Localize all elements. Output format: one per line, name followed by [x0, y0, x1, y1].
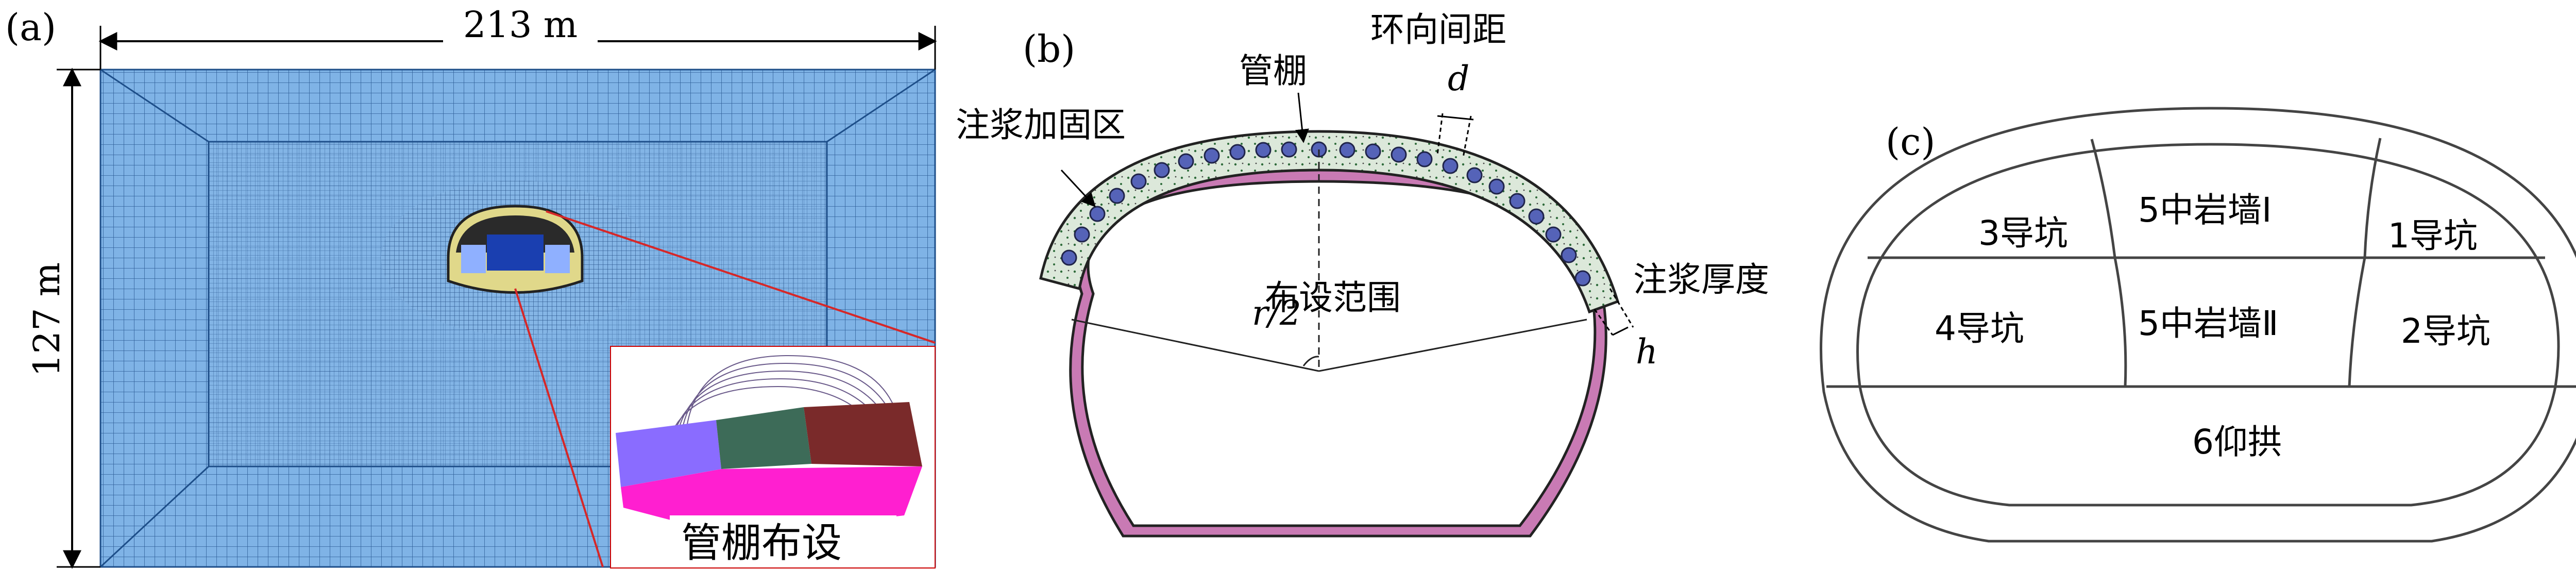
- inset-caption: 管棚布设: [681, 520, 842, 566]
- panel-a-mesh-model: (a): [5, 4, 937, 569]
- spacing-dimension: [1436, 113, 1474, 158]
- thickness-symbol: h: [1636, 332, 1658, 372]
- panel-a-label: (a): [5, 6, 56, 49]
- stage-6-label: 6仰拱: [2192, 422, 2282, 462]
- pipe-shed-inset: 管棚布设: [610, 346, 936, 568]
- height-dimension-label: 127 m: [26, 262, 68, 377]
- tunnel-model: [447, 205, 584, 294]
- panel-c-label: (c): [1886, 120, 1936, 163]
- panel-b-label: (b): [1023, 27, 1075, 71]
- spacing-symbol: d: [1448, 59, 1469, 98]
- thickness-dimension: [1594, 288, 1634, 336]
- pipe-shed-pipes: [1061, 141, 1591, 287]
- stage-outline: [1820, 107, 2576, 543]
- stage-2-label: 2导坑: [2401, 311, 2490, 351]
- ring-spacing-label: 环向间距: [1370, 10, 1506, 49]
- stage-1-label: 1导坑: [2388, 216, 2478, 256]
- layout-range-label: 布设范围: [1265, 278, 1401, 317]
- stage-3-label: 3导坑: [1978, 213, 2068, 253]
- grout-zone-label: 注浆加固区: [956, 105, 1126, 145]
- height-dimension: 127 m: [26, 68, 100, 569]
- width-dimension: 213 m: [98, 4, 937, 70]
- width-dimension-label: 213 m: [463, 4, 578, 46]
- stage-5b-label: 5中岩墙Ⅱ: [2138, 304, 2278, 343]
- panel-c-excavation-stages: (c) 3导坑 5中岩墙Ⅰ 1导坑 4导坑 5中岩墙Ⅱ 2导坑 6仰拱: [1820, 107, 2576, 543]
- stage-4-label: 4导坑: [1935, 309, 2024, 348]
- finite-element-mesh: [99, 69, 936, 568]
- grout-thickness-label: 注浆厚度: [1633, 260, 1769, 299]
- pipe-shed-label: 管棚: [1239, 51, 1307, 91]
- inset-leader-lines: [514, 210, 936, 567]
- panel-b-pipe-shed-layout: (b) 注浆加固区 管棚 环向间距 d: [956, 10, 1769, 538]
- layout-range-lines: [1071, 149, 1587, 372]
- half-angle-label: r/2: [1252, 293, 1301, 333]
- stage-5a-label: 5中岩墙Ⅰ: [2138, 190, 2272, 230]
